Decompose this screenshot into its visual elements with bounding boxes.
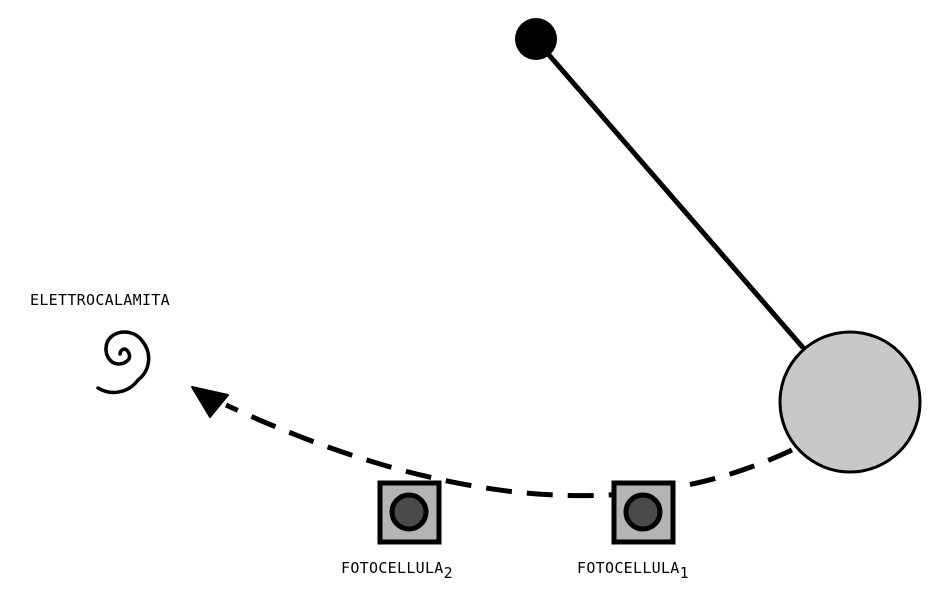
photocell-2: [377, 480, 442, 545]
pendulum-pivot: [515, 18, 557, 60]
photocell-2-label: FOTOCELLULA2: [341, 559, 453, 582]
pendulum-rod: [533, 37, 815, 361]
electromagnet-coil-icon: [96, 330, 151, 395]
photocell-1: [611, 480, 676, 545]
photocell-2-label-name: FOTOCELLULA: [341, 559, 444, 577]
electromagnet-label: ELETTROCALAMITA: [30, 291, 170, 309]
photocell-1-label-subscript: 1: [680, 564, 689, 582]
photocell-1-label: FOTOCELLULA1: [577, 559, 689, 582]
pendulum-bob: [778, 330, 922, 474]
trajectory-arrowhead: [191, 386, 229, 418]
photocell-2-label-subscript: 2: [444, 564, 453, 582]
photocell-2-lens: [389, 492, 429, 532]
photocell-1-label-name: FOTOCELLULA: [577, 559, 680, 577]
photocell-1-lens: [623, 492, 663, 532]
swing-trajectory: [224, 402, 794, 499]
